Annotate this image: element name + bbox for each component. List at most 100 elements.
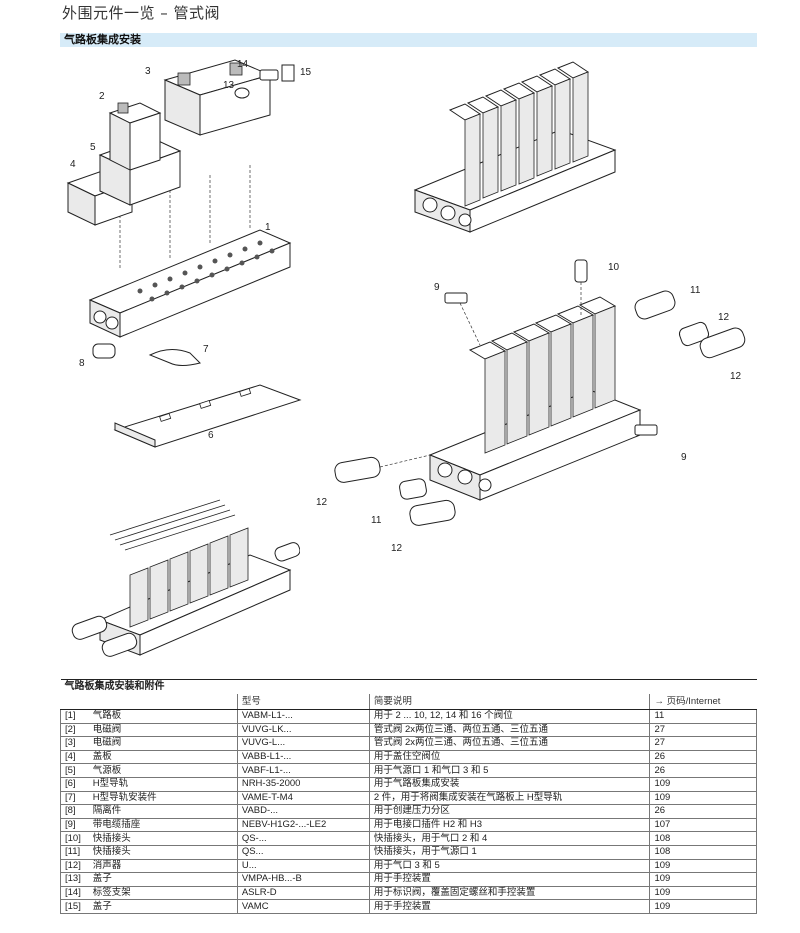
row-index: [11] [59,844,89,860]
row-index: [2] [59,722,89,738]
row-index: [9] [59,817,89,833]
row-type: VABF-L1-... [236,763,370,778]
row-index: [5] [59,763,89,778]
row-description: 用于电接口插件 H2 和 H3 [368,817,651,833]
row-index: [13] [59,872,89,887]
row-type: NRH-35-2000 [236,776,370,792]
row-index: [14] [59,885,89,901]
row-name: 快插接头 [88,831,238,846]
row-name: 气源板 [88,763,238,778]
row-name: 隔离件 [88,804,238,819]
row-name: 盖板 [88,749,238,765]
row-page: 109 [649,858,757,874]
row-page: 109 [649,899,757,914]
row-page: 109 [649,776,757,792]
row-type: U... [236,858,370,874]
row-index: [3] [59,736,89,751]
row-name: 标签支架 [88,885,238,901]
row-index: [8] [59,804,89,819]
row-description: 用于 2 ... 10, 12, 14 和 16 个阀位 [368,709,651,724]
callout-label: 3 [145,66,151,77]
callout-label: 7 [203,344,209,355]
row-name: H型导轨安装件 [88,790,238,806]
row-type: VAME-T-M4 [236,790,370,806]
row-index: [7] [59,790,89,806]
row-index: [10] [59,831,89,846]
row-name: 气路板 [88,709,238,724]
row-description: 管式阀 2x两位三通、两位五通、三位五通 [368,722,651,738]
table-caption: 气路板集成安装和附件 [60,679,757,694]
row-name: 带电缆插座 [88,817,238,833]
row-type: VAMC [236,899,370,914]
callout-label: 2 [99,91,105,102]
row-name: 盖子 [88,872,238,887]
row-page: 109 [649,885,757,901]
callout-label: 1 [265,222,271,233]
header-page: → 页码/Internet [649,694,757,710]
callout-label: 12 [718,312,730,323]
callout-label: 12 [316,497,328,508]
callout-label: 4 [70,159,76,170]
row-page: 27 [649,736,757,751]
row-name: 盖子 [88,899,238,914]
callout-label: 12 [730,371,742,382]
row-index: [1] [59,709,89,724]
row-description: 用于手控装置 [368,872,651,887]
row-description: 用于创建压力分区 [368,804,651,819]
callout-label: 9 [434,282,440,293]
callout-label: 14 [237,59,249,70]
row-page: 107 [649,817,757,833]
header-description: 简要说明 [368,694,650,710]
callout-label: 9 [681,452,687,463]
row-type: VUVG-LK... [236,722,370,738]
row-page: 27 [649,722,757,738]
callout-label: 10 [608,262,620,273]
row-type: VABM-L1-... [236,709,370,724]
callout-label: 15 [300,67,312,78]
callout-label: 11 [371,515,382,526]
row-type: NEBV-H1G2-...-LE2 [236,817,370,833]
exploded-view-drawing [66,59,302,448]
row-page: 108 [649,831,757,846]
row-description: 用于气源口 1 和气口 3 和 5 [368,763,651,778]
row-page: 109 [649,872,757,887]
row-description: 管式阀 2x两位三通、两位五通、三位五通 [368,736,651,751]
callout-label: 13 [223,80,235,91]
row-description: 用于气口 3 和 5 [368,858,651,874]
row-name: 电磁阀 [88,722,238,738]
callout-label: 11 [690,285,701,296]
row-type: QS-... [236,831,370,846]
row-name: H型导轨 [88,776,238,792]
accessories-view-drawing [334,259,746,526]
row-description: 2 件，用于将阀集成安装在气路板上 H型导轨 [368,790,651,806]
row-page: 26 [649,804,757,819]
row-description: 用于盖住空阀位 [368,749,651,765]
alternate-view-drawing [71,499,300,657]
row-name: 电磁阀 [88,736,238,751]
row-type: VABD-... [236,804,370,819]
row-name: 快插接头 [88,844,238,860]
assembled-view-drawing [413,61,617,233]
page-title: 外围元件一览 – 管式阀 [62,4,221,22]
row-index: [15] [59,899,89,914]
callout-label: 6 [208,430,214,441]
row-page: 26 [649,763,757,778]
row-description: 用于气路板集成安装 [368,776,651,792]
row-page: 11 [649,709,757,724]
section-title: 气路板集成安装 [64,33,141,46]
row-description: 快插接头，用于气口 2 和 4 [368,831,651,846]
table-header-row: 型号 简要说明 → 页码/Internet [60,694,757,710]
table-caption-row: 气路板集成安装和附件 [60,679,757,694]
row-name: 消声器 [88,858,238,874]
row-type: ASLR-D [236,885,370,901]
